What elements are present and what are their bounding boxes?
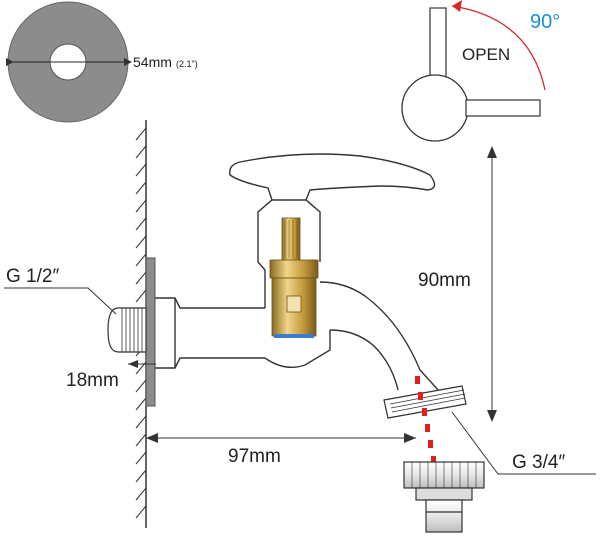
flange-side-plate [145,257,156,407]
faucet-body [155,153,441,393]
flange-top-view: 54mm (2.1") [6,1,198,123]
lever-handle [229,153,436,201]
handle-rotation-view: 90° OPEN [401,0,560,142]
outlet-thread-label: G 3/4″ [512,452,565,473]
rotation-angle-label: 90° [530,11,560,33]
outlet-thread [383,385,467,419]
reach-dimension: 97mm [146,433,416,467]
cartridge-seal [274,334,314,338]
rotation-arrow-head [452,0,462,12]
body-pipe-bottom [155,357,265,369]
height-label: 90mm [418,270,471,291]
inlet-leader-line [4,287,117,315]
height-dimension: 90mm [418,146,497,422]
inlet-thread [107,307,147,353]
handle-hub [401,74,469,142]
hose-connector [403,461,485,533]
outlet-leader-line [451,411,596,475]
inlet-callout: G 1/2″ [4,266,117,315]
outlet-callout: G 3/4″ [451,411,596,475]
handle-open-position [465,99,541,117]
reach-label: 97mm [228,446,281,467]
body-pipe-top [155,297,265,309]
cartridge-port [286,295,302,313]
flange-diameter-inch-label: (2.1") [176,59,198,69]
valve-housing [257,199,321,308]
open-label: OPEN [462,45,510,64]
brass-cartridge [269,217,319,338]
spout-bottom [329,329,399,391]
spout-top [319,281,441,393]
depth-dimension: 18mm [66,360,156,391]
connector-barb [425,499,463,533]
cartridge-hex-nut [269,259,319,279]
depth-label: 18mm [66,370,119,391]
connector-collar [415,487,473,501]
rotation-arrow [451,5,546,91]
inlet-thread-label: G 1/2″ [6,266,59,287]
valve-housing-bottom [264,330,331,368]
flange-diameter-label: 54mm [133,54,172,70]
flow-dots [415,376,436,464]
